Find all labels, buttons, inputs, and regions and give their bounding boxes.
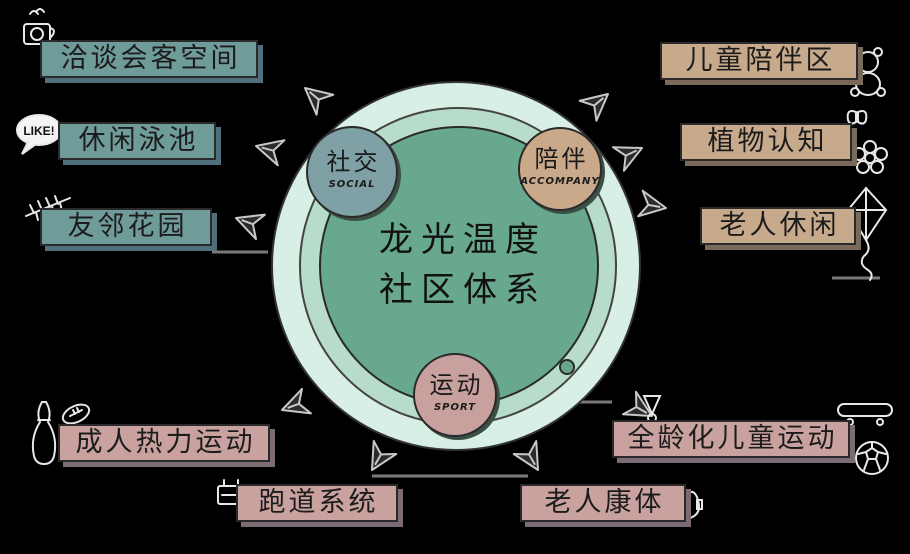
node-sport-label: 运动 <box>429 371 484 399</box>
node-sport: 运动 SPORT <box>413 353 497 437</box>
decor-icons: LIKE! <box>16 8 893 519</box>
rugby-ball-icon <box>61 403 91 425</box>
center-title-line1: 龙光温度 <box>379 220 547 260</box>
like-bubble-icon: LIKE! <box>16 114 62 155</box>
arrow-icon <box>621 390 653 417</box>
arrow-icon <box>512 439 539 471</box>
node-social-label: 社交 <box>326 148 381 176</box>
arrow-icon <box>281 387 312 415</box>
camera-cup-icon <box>23 8 55 45</box>
center-title-line2: 社区体系 <box>379 270 547 310</box>
node-social-en: SOCIAL <box>328 179 376 190</box>
social-item-meeting-space: 洽谈会客空间 <box>40 40 258 78</box>
arrow-icon <box>371 439 398 471</box>
node-social: 社交 SOCIAL <box>306 126 398 218</box>
bowling-pin-icon <box>31 401 57 466</box>
kite-icon <box>846 186 888 281</box>
soccer-ball-icon <box>855 441 889 475</box>
arrow-icon <box>578 93 609 122</box>
node-accompany-en: ACCOMPANY <box>520 176 600 187</box>
sport-item-adult-fitness: 成人热力运动 <box>58 424 270 462</box>
accompany-item-plant-cognition: 植物认知 <box>680 123 852 161</box>
arrow-icon <box>255 139 286 167</box>
sport-item-all-age-children: 全龄化儿童运动 <box>612 420 850 458</box>
node-sport-en: SPORT <box>433 402 477 413</box>
arrow-icon <box>304 87 335 116</box>
sport-item-elderly-fitness: 老人康体 <box>520 484 686 522</box>
arrow-icon <box>637 189 667 218</box>
like-text: LIKE! <box>23 124 54 138</box>
teddy-bear-icon <box>850 47 886 97</box>
small-dot <box>559 359 575 375</box>
accompany-item-children-area: 儿童陪伴区 <box>660 42 858 80</box>
node-accompany-label: 陪伴 <box>534 145 589 173</box>
sport-item-running-track: 跑道系统 <box>236 484 398 522</box>
accompany-item-elderly-leisure: 老人休闲 <box>700 207 856 245</box>
arrow-icon <box>611 146 643 172</box>
skateboard-icon <box>837 403 893 426</box>
social-item-leisure-pool: 休闲泳池 <box>58 122 216 160</box>
social-item-neighbor-garden: 友邻花园 <box>40 208 212 246</box>
butterfly-icon <box>846 110 868 125</box>
arrow-icon <box>235 213 266 241</box>
flower-icon <box>852 140 888 174</box>
arrows <box>235 87 667 471</box>
node-accompany: 陪伴 ACCOMPANY <box>518 127 602 211</box>
